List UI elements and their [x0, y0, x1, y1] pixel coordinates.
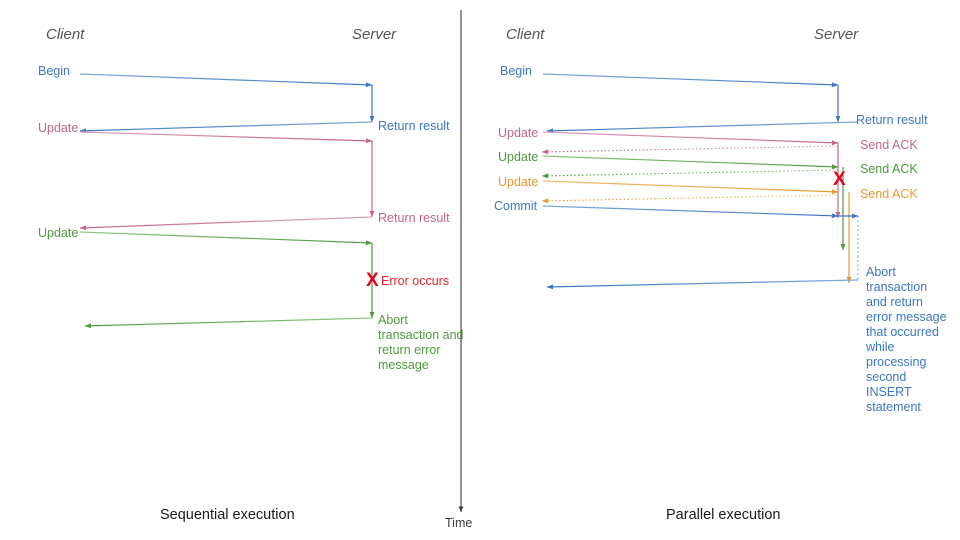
- par-commit-request: [542, 205, 839, 219]
- seq-return-result-2: [79, 216, 373, 231]
- par-label-commit-request: Commit: [494, 199, 538, 213]
- par-label-update-request-1: Update: [498, 126, 539, 140]
- sequential-execution-caption: Sequential execution: [160, 507, 295, 523]
- seq-update-request-2: [79, 231, 373, 246]
- par-abort-return: [546, 279, 859, 290]
- par-send-ack-3: [541, 194, 839, 204]
- par-label-send-ack-2: Send ACK: [860, 162, 918, 176]
- parallel-execution-caption: Parallel execution: [666, 507, 781, 523]
- time-axis-label: Time: [445, 516, 473, 530]
- seq-error-marker: X: [366, 270, 379, 291]
- seq-label-begin-request: Begin: [38, 64, 70, 78]
- seq-abort-return: [84, 317, 373, 329]
- par-label-update-request-2: Update: [498, 150, 539, 164]
- par-update-request-2: [542, 155, 839, 170]
- par-label-send-ack-1: Send ACK: [860, 138, 918, 152]
- par-update-request-1: [542, 131, 839, 146]
- seq-return-result-1: [79, 121, 373, 134]
- par-update-request-3: [542, 180, 839, 195]
- sequential-client-header: Client: [46, 26, 85, 43]
- seq-label-update-request-1: Update: [38, 121, 79, 135]
- parallel-client-header: Client: [506, 26, 545, 43]
- par-error-marker: X: [833, 169, 846, 190]
- par-label-begin-request: Begin: [500, 64, 532, 78]
- par-begin-request: [542, 73, 839, 88]
- seq-label-return-result-2: Return result: [378, 211, 450, 225]
- seq-update-request-1: [79, 131, 373, 144]
- par-label-return-result: Return result: [856, 113, 928, 127]
- seq-label-return-result-1: Return result: [378, 119, 450, 133]
- sequential-server-header: Server: [352, 26, 397, 43]
- seq-begin-request: [79, 73, 373, 88]
- par-label-update-request-3: Update: [498, 175, 539, 189]
- seq-abort-note: Abort transaction and return error messa…: [378, 313, 464, 372]
- par-send-ack-1: [541, 145, 839, 155]
- seq-error-label: Error occurs: [381, 274, 450, 288]
- par-return-result: [546, 121, 859, 134]
- par-abort-note: Abort transaction and return error messa…: [866, 265, 947, 414]
- parallel-server-header: Server: [814, 26, 859, 43]
- par-label-send-ack-3: Send ACK: [860, 187, 918, 201]
- seq-label-update-request-2: Update: [38, 226, 79, 240]
- par-send-ack-2: [541, 169, 839, 179]
